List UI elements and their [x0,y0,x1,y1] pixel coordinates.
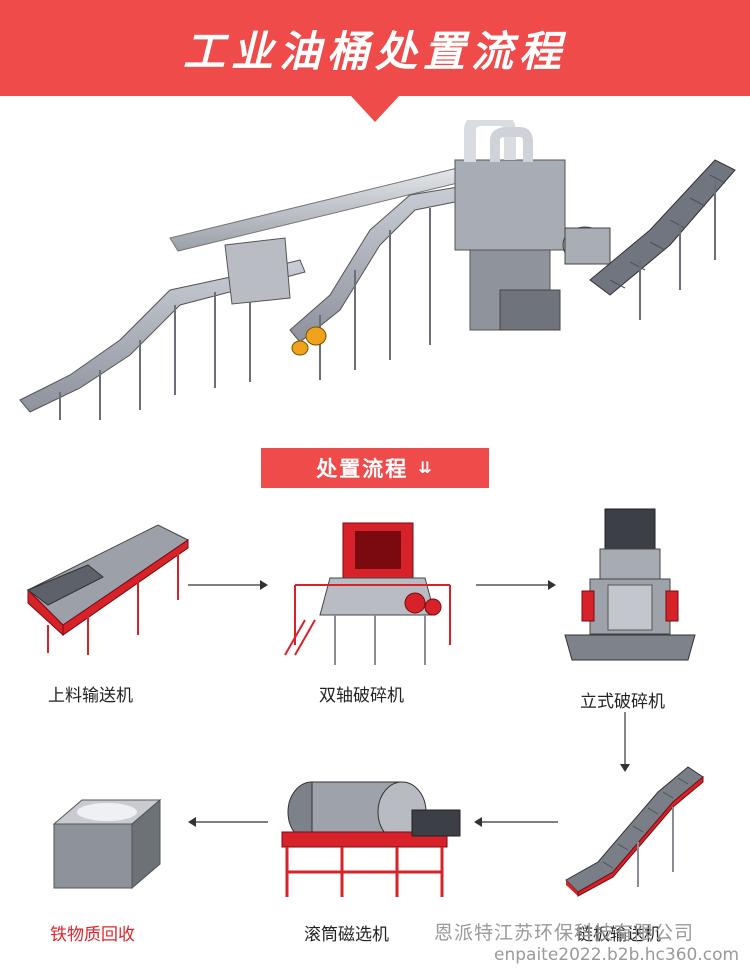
drum-magnetic-separator-illustration [281,781,461,897]
banner-notch [351,96,399,122]
page-title: 工业油桶处置流程 [182,26,567,76]
watermark-url: enpaite2022.b2b.hc360.com [494,945,740,965]
double-shaft-shredder-illustration [284,522,451,665]
chain-plate-conveyor-illustration [565,766,704,897]
chevron-double-down-icon: ⇊ [418,457,434,477]
step-label-iron-recovery: 铁物质回收 [50,925,135,945]
arrow-right-icon [188,580,268,590]
plant-overview-illustration [19,120,736,420]
arrow-left-icon [188,817,268,827]
section-title-pill: 处置流程 ⇊ [261,448,489,488]
arrow-right-icon [476,580,556,590]
step-label-vertical-crusher: 立式破碎机 [580,692,665,712]
step-label-feed-conveyor: 上料输送机 [48,686,133,706]
step-label-drum-magnetic-separator: 滚筒磁选机 [304,925,389,945]
feed-conveyor-illustration [27,524,189,655]
section-title: 处置流程 [316,457,409,481]
step-feed-conveyor: 上料输送机 [18,515,198,706]
step-drum-magnetic-separator: 滚筒磁选机 [272,772,472,945]
step-label-chain-plate-conveyor: 链板输送机 [576,925,661,945]
watermark-company: 恩派特江苏环保科技有限公司 [434,922,695,944]
step-double-shaft-shredder: 双轴破碎机 [275,515,465,706]
vertical-crusher-illustration [564,508,696,661]
step-chain-plate-conveyor: 链板输送机 [558,762,708,945]
step-label-double-shaft-shredder: 双轴破碎机 [319,686,404,706]
arrow-left-icon [474,817,558,827]
arrow-down-icon [620,712,630,772]
step-iron-recovery: 铁物质回收 [50,796,164,945]
iron-recovery-bin-illustration [52,798,162,890]
header-banner [0,0,750,96]
step-vertical-crusher: 立式破碎机 [560,505,700,712]
